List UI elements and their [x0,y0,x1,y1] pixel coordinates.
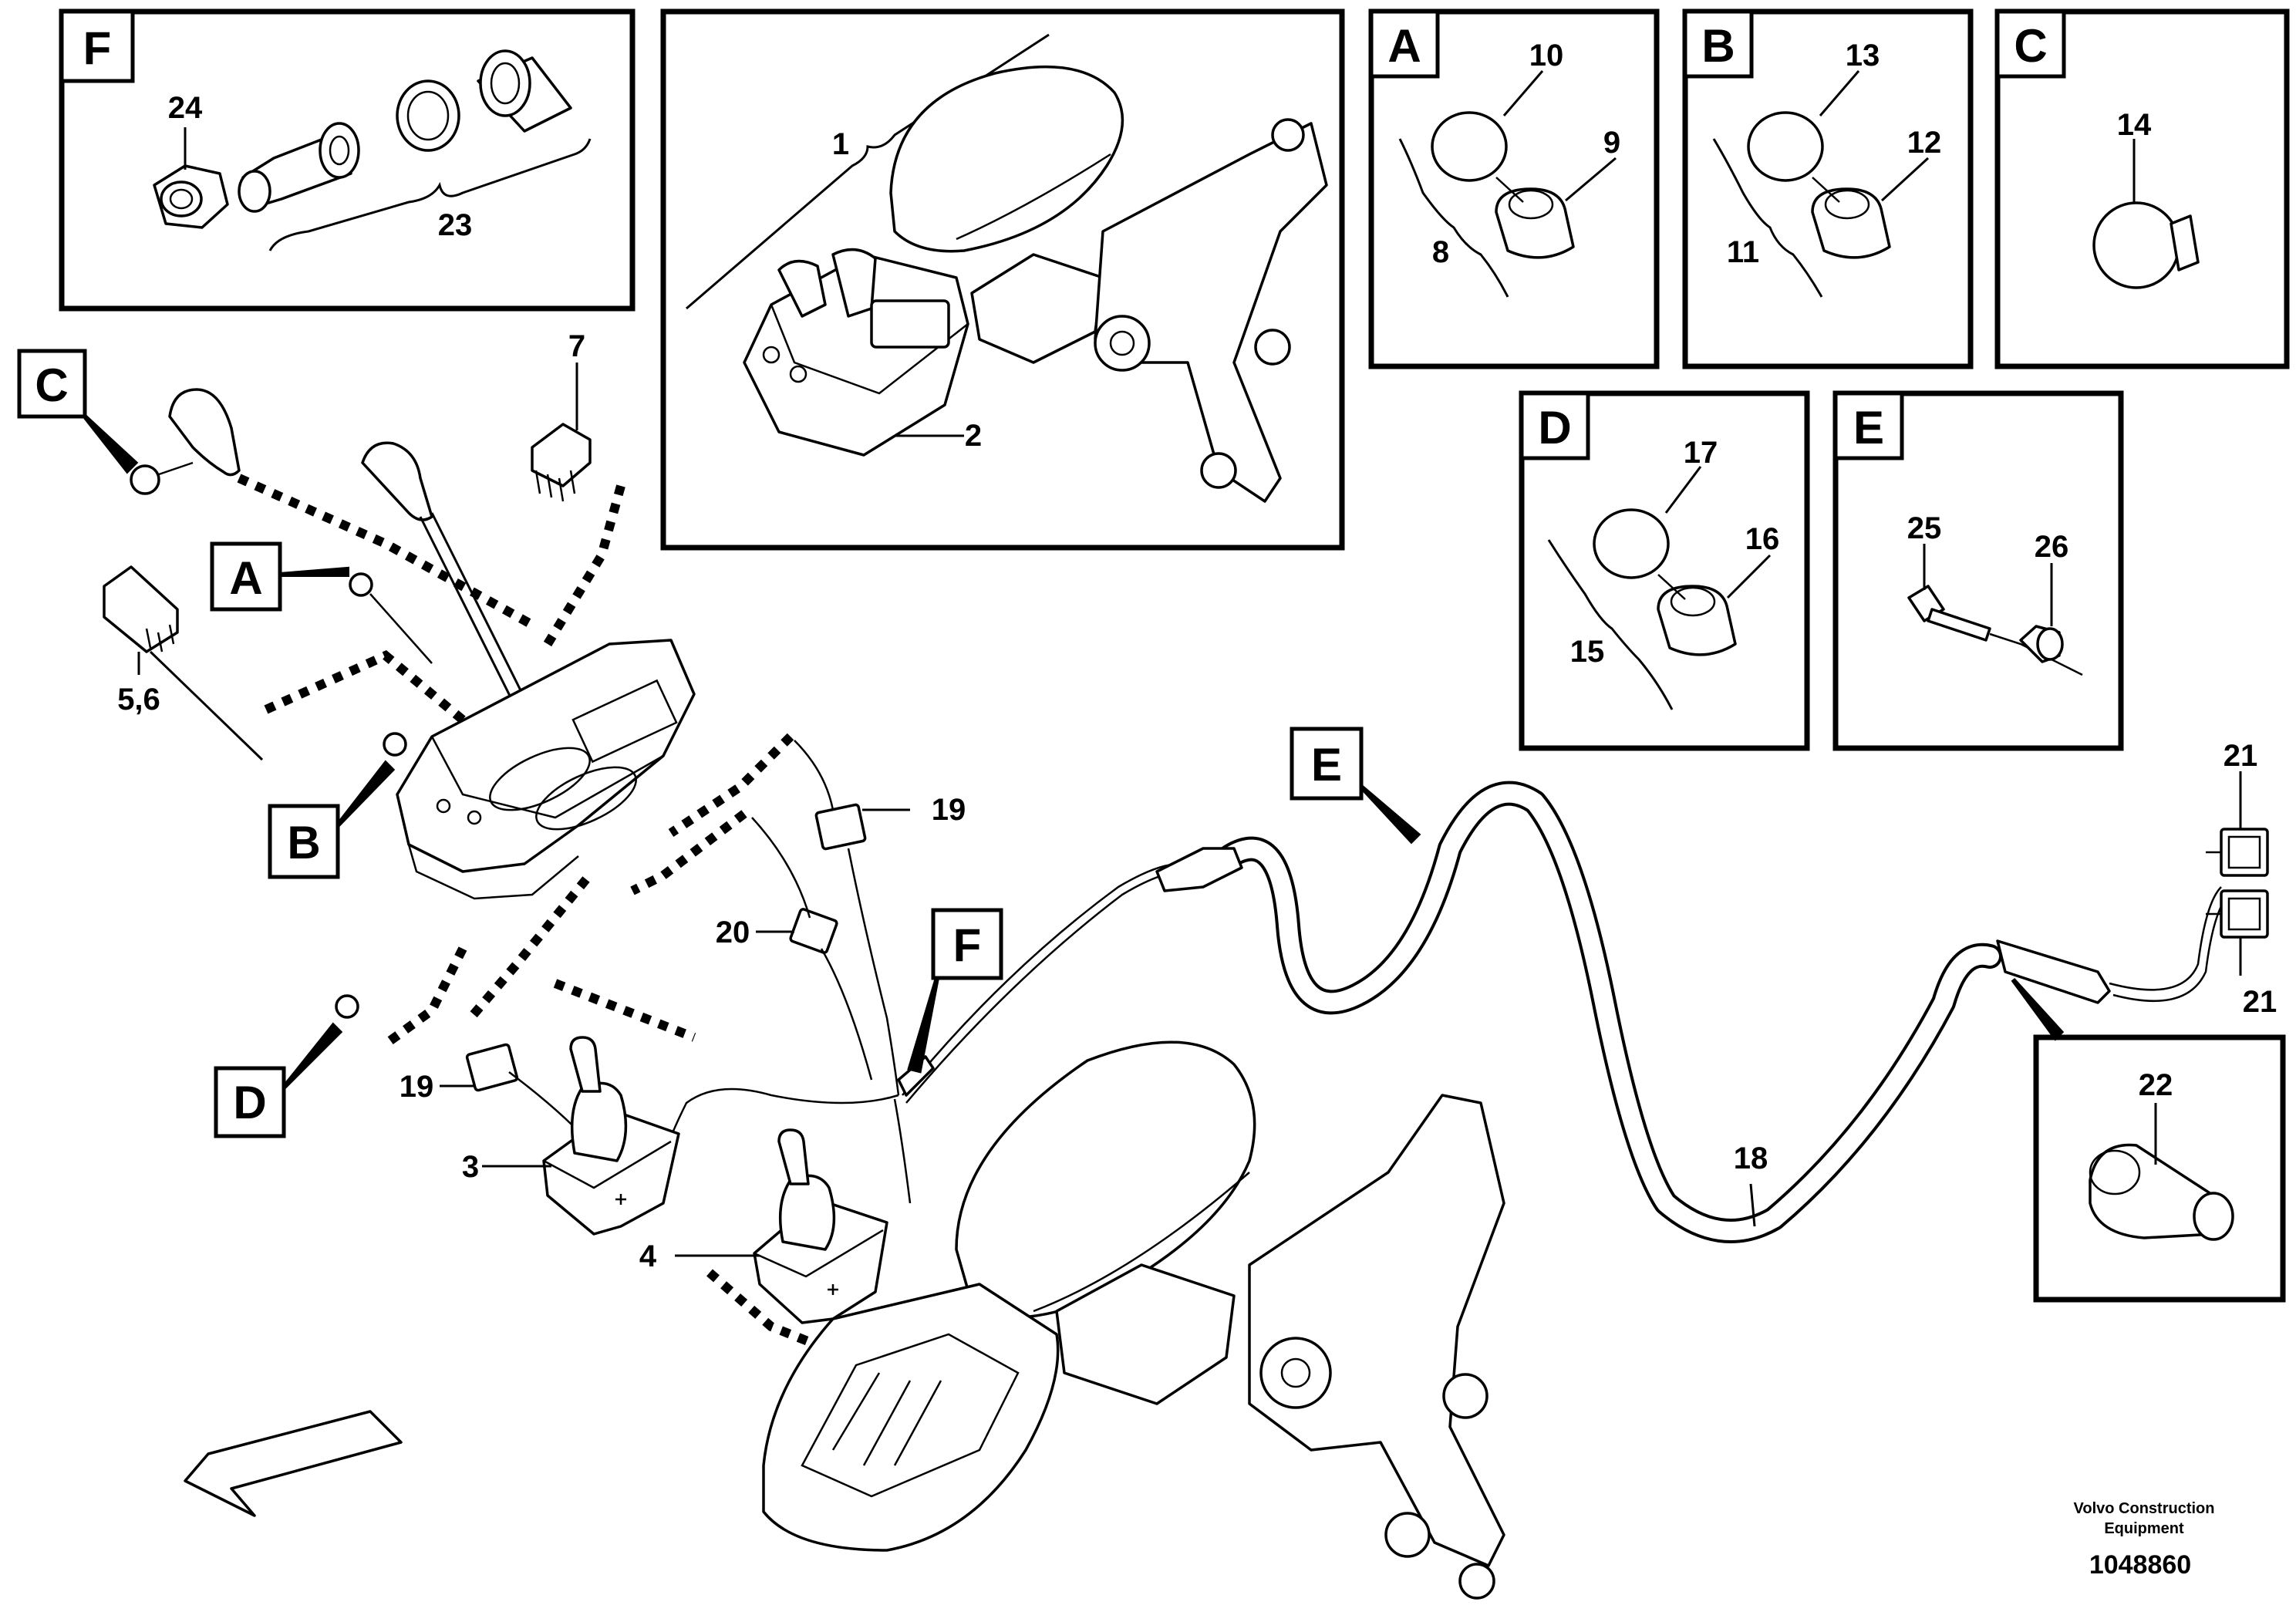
connector-icon [814,803,867,851]
armrest-icon [889,65,1124,253]
callout-10: 10 [1529,39,1564,73]
callout-12: 12 [1907,126,1942,160]
detail-view-a: A 10 9 8 [1368,8,1660,369]
cap-icon [1431,111,1508,182]
seal-ring-icon [396,79,460,152]
tag-f: F [907,908,1003,1074]
push-button-icon [1495,187,1575,259]
callout-23: 23 [438,208,473,242]
screw-icon [1907,585,1991,642]
callout-4: 4 [639,1239,657,1273]
plug-connector-icon [2206,828,2269,877]
tag-b: B [268,760,396,879]
detail-view-d: D 17 16 15 [1519,390,1810,751]
detail-d-label: D [1538,402,1571,454]
tag-f-label: F [953,919,982,971]
callout-13: 13 [1846,39,1880,73]
detail-a-label: A [1387,20,1421,72]
arm-bracket-icon [970,118,1328,503]
detail-c-label: C [2014,20,2047,72]
callout-5-6: 5,6 [117,683,160,717]
callout-22: 22 [2139,1068,2173,1102]
tag-b-label: B [287,817,320,868]
document-info: Volvo Construction Equipment 1048860 [2074,1500,2215,1580]
cap-icon [1747,111,1824,182]
callout-26: 26 [2035,530,2069,564]
tag-d: D [214,1022,343,1138]
callout-7: 7 [568,329,585,363]
assembly-dash-lines [237,474,1003,1378]
cap-icon [477,49,572,133]
tag-c: C [17,349,139,474]
tag-d-label: D [233,1077,266,1128]
knob-icon [2092,201,2200,289]
joystick-icon [753,1128,888,1324]
callout-3: 3 [462,1150,479,1184]
lever-knob-icon [130,388,241,495]
seat-bracket-icon [1055,1094,1505,1600]
rubber-boot-icon [2089,1143,2234,1241]
control-console-icon [743,248,969,457]
cable-harness [1155,781,2230,1243]
callout-20: 20 [716,916,750,949]
tag-a: A [210,541,349,612]
callout-2: 2 [965,419,982,453]
gear-lever-icon [361,441,557,764]
callout-1: 1 [832,127,849,161]
armrest-console-icon [762,1283,1060,1552]
plug-connector-icon [2206,889,2269,939]
connector-icon [789,908,838,954]
document-number: 1048860 [2089,1550,2191,1580]
tag-a-label: A [229,552,262,604]
callout-15: 15 [1570,635,1605,669]
callout-19-bottom: 19 [400,1070,434,1104]
rocker-switch-icon [531,423,592,502]
detail-e-label: E [1853,402,1884,454]
callout-8: 8 [1432,235,1449,269]
push-button-icon [1657,585,1737,656]
button-icon [335,994,359,1019]
tag-e-label: E [1311,739,1342,791]
push-button-icon [1811,187,1891,259]
callout-24: 24 [168,91,203,125]
tag-e: E [1290,727,1421,845]
detail-f-label: F [83,22,112,74]
joystick-icon [542,1036,680,1236]
fitting-icon [238,122,360,213]
callout-21-top: 21 [2224,739,2258,773]
button-icon [349,572,373,597]
callout-9: 9 [1603,126,1620,160]
clip-icon [2019,625,2064,663]
callout-18: 18 [1734,1141,1768,1175]
switch-icon [103,565,179,653]
callout-25: 25 [1907,511,1942,545]
callout-14: 14 [2117,108,2152,142]
callout-16: 16 [1745,522,1780,556]
direction-arrow-icon [184,1410,403,1517]
connector-icon [465,1043,519,1092]
nut-icon [153,164,229,229]
button-icon [383,732,407,757]
callout-11: 11 [1727,235,1759,269]
control-panel-icon [396,639,696,900]
callout-17: 17 [1684,436,1718,470]
tag-c-label: C [35,359,68,411]
credit-line-1: Volvo Construction [2074,1500,2215,1517]
assembly-inset: 1 2 [660,8,1345,551]
detail-view-22: 22 [2011,977,2286,1303]
callout-19-top: 19 [932,793,966,827]
callout-21-bottom: 21 [2243,985,2277,1019]
detail-view-f: F 24 23 [59,8,636,312]
seat-armrest-icon [955,1040,1256,1319]
cap-icon [1593,508,1670,579]
credit-line-2: Equipment [2104,1520,2184,1537]
detail-b-label: B [1701,20,1735,72]
detail-view-b: B 13 12 11 [1682,8,1974,369]
detail-view-e: E 25 26 [1832,390,2124,751]
detail-view-c: C 14 [1994,8,2290,369]
